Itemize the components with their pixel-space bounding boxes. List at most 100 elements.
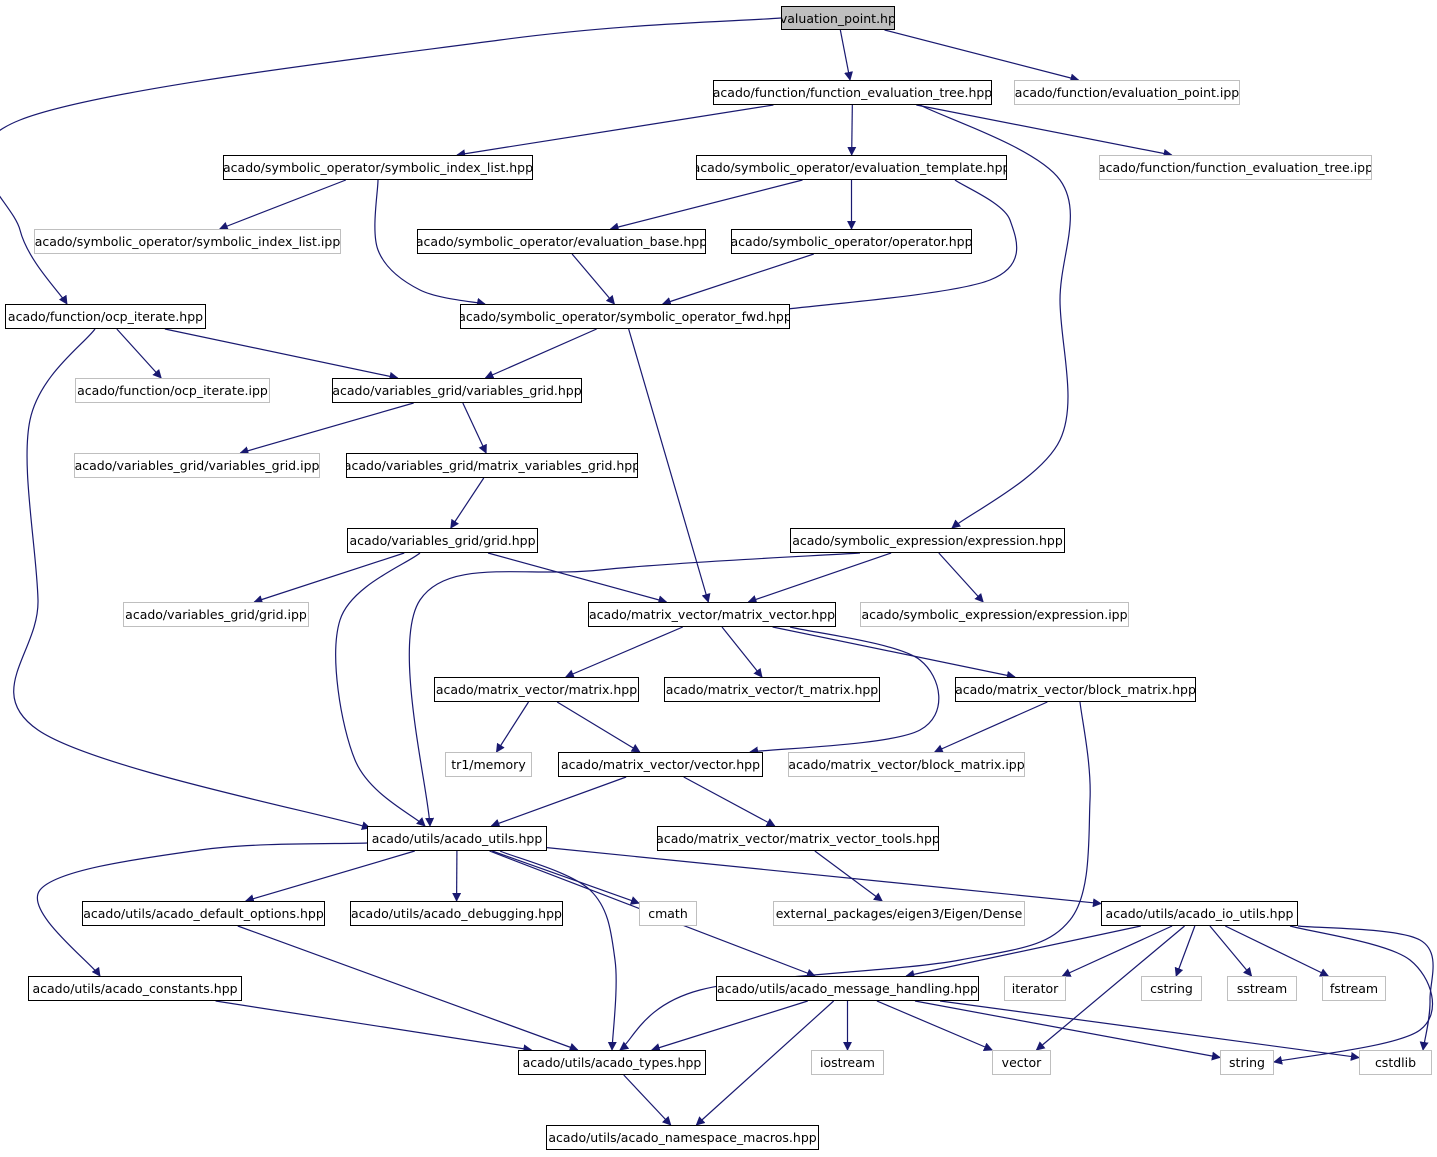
- node-label: acado/variables_grid/grid.hpp: [349, 533, 536, 548]
- node-label: fstream: [1329, 981, 1379, 996]
- edge-n26-n33: [36, 842, 368, 977]
- node-n14[interactable]: acado/variables_grid/matrix_variables_gr…: [346, 453, 638, 478]
- node-label: acado/symbolic_operator/symbolic_index_l…: [223, 160, 533, 175]
- node-n29[interactable]: acado/utils/acado_debugging.hpp: [350, 901, 563, 926]
- node-label: acado/function/ocp_iterate.ipp: [77, 383, 268, 398]
- node-label: cmath: [648, 906, 688, 921]
- edge-n18-n20: [564, 626, 683, 678]
- node-label: acado/function/function_evaluation_tree.…: [713, 85, 992, 100]
- edge-n24-n27: [683, 776, 776, 827]
- edge-n22-n39: [619, 701, 1091, 1051]
- node-n22[interactable]: acado/matrix_vector/block_matrix.hpp: [955, 677, 1196, 702]
- node-label: acado/variables_grid/variables_grid.ipp: [74, 458, 320, 473]
- node-n4[interactable]: acado/symbolic_operator/evaluation_templ…: [696, 155, 1007, 180]
- edge-n32-n41: [1035, 925, 1185, 1051]
- node-n5: acado/function/function_evaluation_tree.…: [1099, 155, 1372, 180]
- node-n28[interactable]: acado/utils/acado_default_options.hpp: [82, 901, 325, 926]
- edge-n26-n32: [546, 846, 1102, 908]
- node-n31: external_packages/eigen3/Eigen/Dense: [773, 901, 1025, 926]
- node-n21[interactable]: acado/matrix_vector/t_matrix.hpp: [664, 677, 880, 702]
- node-n9[interactable]: acado/function/ocp_iterate.hpp: [5, 304, 206, 329]
- edge-n18-n21: [721, 626, 763, 678]
- node-n0[interactable]: evaluation_point.hpp: [781, 6, 895, 30]
- node-n8[interactable]: acado/symbolic_operator/operator.hpp: [731, 229, 972, 254]
- node-label: acado/variables_grid/grid.ipp: [125, 607, 307, 622]
- edge-n32-n34: [905, 925, 1141, 979]
- edge-n15-n18: [487, 552, 668, 605]
- node-n26[interactable]: acado/utils/acado_utils.hpp: [367, 826, 547, 851]
- node-label: acado/symbolic_expression/expression.ipp: [861, 607, 1128, 622]
- node-label: acado/function/function_evaluation_tree.…: [1099, 160, 1372, 175]
- node-label: sstream: [1236, 981, 1288, 996]
- edge-n0-n1: [839, 29, 853, 81]
- node-label: acado/utils/acado_message_handling.hpp: [717, 981, 978, 996]
- node-n18[interactable]: acado/matrix_vector/matrix_vector.hpp: [588, 602, 836, 627]
- node-label: acado/matrix_vector/t_matrix.hpp: [665, 682, 879, 697]
- node-n10[interactable]: acado/symbolic_operator/symbolic_operato…: [460, 304, 790, 329]
- edge-n10-n12: [484, 328, 597, 379]
- node-n15[interactable]: acado/variables_grid/grid.hpp: [347, 528, 538, 553]
- edge-n32-n38: [1224, 925, 1330, 977]
- node-n38: fstream: [1322, 976, 1386, 1001]
- node-label: acado/matrix_vector/matrix.hpp: [435, 682, 638, 697]
- node-n24[interactable]: acado/matrix_vector/vector.hpp: [558, 752, 763, 777]
- edge-n34-n43: [939, 1000, 1360, 1061]
- edge-n34-n44: [695, 1000, 835, 1126]
- node-label: evaluation_point.hpp: [782, 10, 894, 26]
- node-label: acado/symbolic_operator/operator.hpp: [731, 234, 972, 249]
- edge-n3-n10: [374, 179, 486, 307]
- node-n1[interactable]: acado/function/function_evaluation_tree.…: [713, 80, 992, 105]
- node-n27[interactable]: acado/matrix_vector/matrix_vector_tools.…: [657, 826, 939, 851]
- node-label: string: [1229, 1055, 1265, 1070]
- edge-n9-n11: [116, 328, 162, 379]
- node-label: acado/utils/acado_io_utils.hpp: [1105, 906, 1294, 921]
- edge-n1-n3: [456, 104, 774, 159]
- node-n30: cmath: [639, 901, 697, 926]
- node-label: cstring: [1150, 981, 1193, 996]
- node-n20[interactable]: acado/matrix_vector/matrix.hpp: [434, 677, 639, 702]
- edge-n32-n43: [1297, 925, 1434, 1051]
- node-label: acado/utils/acado_types.hpp: [522, 1055, 702, 1070]
- node-n23: tr1/memory: [445, 752, 532, 777]
- node-n19: acado/symbolic_expression/expression.ipp: [860, 602, 1129, 627]
- node-n6: acado/symbolic_operator/symbolic_index_l…: [34, 229, 341, 254]
- node-n34[interactable]: acado/utils/acado_message_handling.hpp: [716, 976, 979, 1001]
- node-label: acado/symbolic_expression/expression.hpp: [792, 533, 1063, 548]
- node-n42: string: [1220, 1050, 1274, 1075]
- node-n44[interactable]: acado/utils/acado_namespace_macros.hpp: [546, 1125, 819, 1150]
- edge-n27-n31: [814, 850, 883, 902]
- node-n11: acado/function/ocp_iterate.ipp: [75, 378, 270, 403]
- node-label: acado/matrix_vector/vector.hpp: [560, 757, 761, 772]
- node-n7[interactable]: acado/symbolic_operator/evaluation_base.…: [417, 229, 706, 254]
- node-n16[interactable]: acado/symbolic_expression/expression.hpp: [790, 528, 1065, 553]
- edge-n16-n26: [408, 552, 861, 827]
- node-n12[interactable]: acado/variables_grid/variables_grid.hpp: [332, 378, 582, 403]
- node-label: acado/matrix_vector/matrix_vector_tools.…: [657, 831, 939, 846]
- edge-n16-n19: [938, 552, 984, 603]
- node-label: acado/function/ocp_iterate.hpp: [7, 309, 204, 324]
- edge-n28-n39: [237, 925, 579, 1052]
- edge-n14-n15: [450, 477, 485, 529]
- node-label: acado/utils/acado_namespace_macros.hpp: [548, 1130, 817, 1145]
- node-n36: cstring: [1141, 976, 1202, 1001]
- node-n40: iostream: [811, 1050, 884, 1075]
- edge-n9-n12: [164, 328, 399, 381]
- edge-n18-n24: [749, 626, 940, 756]
- node-n33[interactable]: acado/utils/acado_constants.hpp: [28, 976, 242, 1001]
- node-label: acado/variables_grid/matrix_variables_gr…: [346, 458, 638, 473]
- edge-n16-n18: [747, 552, 892, 604]
- edge-n26-n30: [491, 850, 640, 905]
- edge-n32-n36: [1174, 925, 1196, 977]
- node-n3[interactable]: acado/symbolic_operator/symbolic_index_l…: [223, 155, 533, 180]
- edge-n32-n42: [1273, 925, 1434, 1065]
- node-n39[interactable]: acado/utils/acado_types.hpp: [518, 1050, 706, 1075]
- edge-n34-n42: [914, 1000, 1221, 1061]
- node-n41: vector: [992, 1050, 1051, 1075]
- node-label: acado/matrix_vector/block_matrix.ipp: [788, 757, 1025, 772]
- node-n32[interactable]: acado/utils/acado_io_utils.hpp: [1101, 901, 1298, 926]
- node-label: acado/utils/acado_utils.hpp: [371, 831, 543, 846]
- edge-n26-n28: [244, 850, 415, 904]
- edge-n1-n5: [916, 104, 1173, 158]
- edge-n33-n39: [215, 1000, 533, 1054]
